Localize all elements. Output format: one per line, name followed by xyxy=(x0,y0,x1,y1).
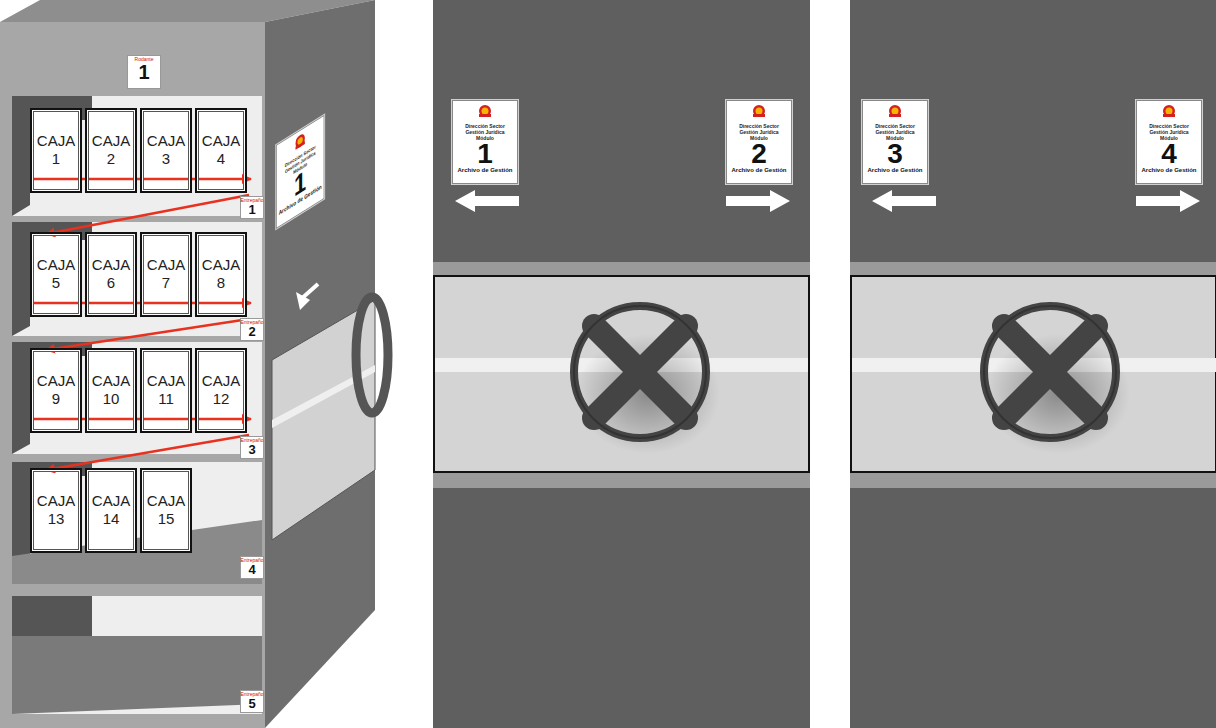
box-caja: CAJA 13 xyxy=(30,468,82,553)
flow-arrow xyxy=(46,195,249,234)
logo-icon xyxy=(1161,104,1177,118)
box-label: CAJA 15 xyxy=(144,492,188,528)
module-sign: Dirección Sector Gestión JurídicaMódulo4… xyxy=(1136,100,1202,184)
box-caja: CAJA 1 xyxy=(30,108,82,193)
box-fill xyxy=(85,468,137,553)
sign-text: Archivo de Gestión xyxy=(867,167,922,174)
box-label: CAJA 9 xyxy=(34,372,78,408)
box-caja: CAJA 11 xyxy=(140,348,192,433)
box-label: CAJA 10 xyxy=(89,372,133,408)
box-fill xyxy=(85,108,137,193)
sign-text: Dirección Sector Gestión Jurídica xyxy=(867,123,923,135)
label-text: 4 xyxy=(248,563,255,576)
module-panel xyxy=(850,0,1216,728)
flow-arrow xyxy=(46,435,249,470)
flow-arrow xyxy=(46,319,249,350)
sign-text: 1 xyxy=(477,141,493,167)
box-caja: CAJA 4 xyxy=(195,108,247,193)
box-caja: CAJA 7 xyxy=(140,232,192,317)
box-label: CAJA 4 xyxy=(199,132,243,168)
sign-text: Archivo de Gestión xyxy=(457,167,512,174)
box-label: CAJA 5 xyxy=(34,256,78,292)
module-sign: Dirección Sector Gestión JurídicaMódulo3… xyxy=(862,100,928,184)
module-sign: Dirección Sector Gestión JurídicaMódulo2… xyxy=(726,100,792,184)
logo-icon xyxy=(887,104,903,118)
box-caja: CAJA 14 xyxy=(85,468,137,553)
shelf-label: Entrepaño4 xyxy=(240,556,264,579)
box-label: CAJA 6 xyxy=(89,256,133,292)
module-sign: Dirección Sector Gestión JurídicaMódulo1… xyxy=(452,100,518,184)
logo-icon xyxy=(751,104,767,118)
box-caja: CAJA 2 xyxy=(85,108,137,193)
box-label: CAJA 2 xyxy=(89,132,133,168)
box-fill xyxy=(195,232,247,317)
shelf-label: Entrepaño2 xyxy=(240,318,264,341)
sign-text: Dirección Sector Gestión Jurídica xyxy=(457,123,513,135)
box-caja: CAJA 8 xyxy=(195,232,247,317)
box-caja: CAJA 6 xyxy=(85,232,137,317)
sign-text: Dirección Sector Gestión Jurídica xyxy=(1141,123,1197,135)
sign-text: Archivo de Gestión xyxy=(1141,167,1196,174)
box-label: CAJA 8 xyxy=(199,256,243,292)
box-fill xyxy=(30,348,82,433)
box-fill xyxy=(85,232,137,317)
box-fill xyxy=(30,108,82,193)
box-label: CAJA 14 xyxy=(89,492,133,528)
box-fill xyxy=(195,348,247,433)
box-fill xyxy=(140,468,192,553)
box-label: CAJA 11 xyxy=(144,372,188,408)
box-caja: CAJA 9 xyxy=(30,348,82,433)
shelf-label: Entrepaño1 xyxy=(240,196,264,219)
module-panel xyxy=(433,0,810,728)
box-caja: CAJA 10 xyxy=(85,348,137,433)
box-label: CAJA 7 xyxy=(144,256,188,292)
handle-wheel xyxy=(984,306,1130,454)
sign-text: 3 xyxy=(887,141,903,167)
rack-label: Rodante1 xyxy=(127,55,161,89)
label-text: 1 xyxy=(248,203,255,216)
box-caja: CAJA 15 xyxy=(140,468,192,553)
box-fill xyxy=(30,468,82,553)
box-label: CAJA 3 xyxy=(144,132,188,168)
box-fill xyxy=(140,108,192,193)
box-caja: CAJA 12 xyxy=(195,348,247,433)
handle-wheel xyxy=(574,306,720,454)
shelf-label: Entrepaño3 xyxy=(240,436,264,459)
box-label: CAJA 13 xyxy=(34,492,78,528)
sign-text: 2 xyxy=(751,141,767,167)
label-text: 2 xyxy=(248,325,255,338)
direction-arrow xyxy=(300,284,318,300)
box-label: CAJA 12 xyxy=(199,372,243,408)
sign-text: Dirección Sector Gestión Jurídica xyxy=(731,123,787,135)
box-fill xyxy=(140,232,192,317)
box-fill xyxy=(140,348,192,433)
box-fill xyxy=(30,232,82,317)
shelf-cabinet xyxy=(0,0,388,728)
direction-arrow xyxy=(872,190,936,212)
label-text: 5 xyxy=(248,697,255,710)
direction-arrow xyxy=(726,190,790,212)
label-text: 1 xyxy=(138,62,149,82)
direction-arrow xyxy=(1136,190,1200,212)
logo-icon xyxy=(294,130,306,152)
box-fill xyxy=(195,108,247,193)
sign-text: Archivo de Gestión xyxy=(731,167,786,174)
direction-arrow xyxy=(455,190,519,212)
shelf-label: Entrepaño5 xyxy=(240,690,264,713)
label-text: 3 xyxy=(248,443,255,456)
box-caja: CAJA 3 xyxy=(140,108,192,193)
sign-text: 4 xyxy=(1161,141,1177,167)
box-caja: CAJA 5 xyxy=(30,232,82,317)
box-fill xyxy=(85,348,137,433)
box-label: CAJA 1 xyxy=(34,132,78,168)
logo-icon xyxy=(477,104,493,118)
